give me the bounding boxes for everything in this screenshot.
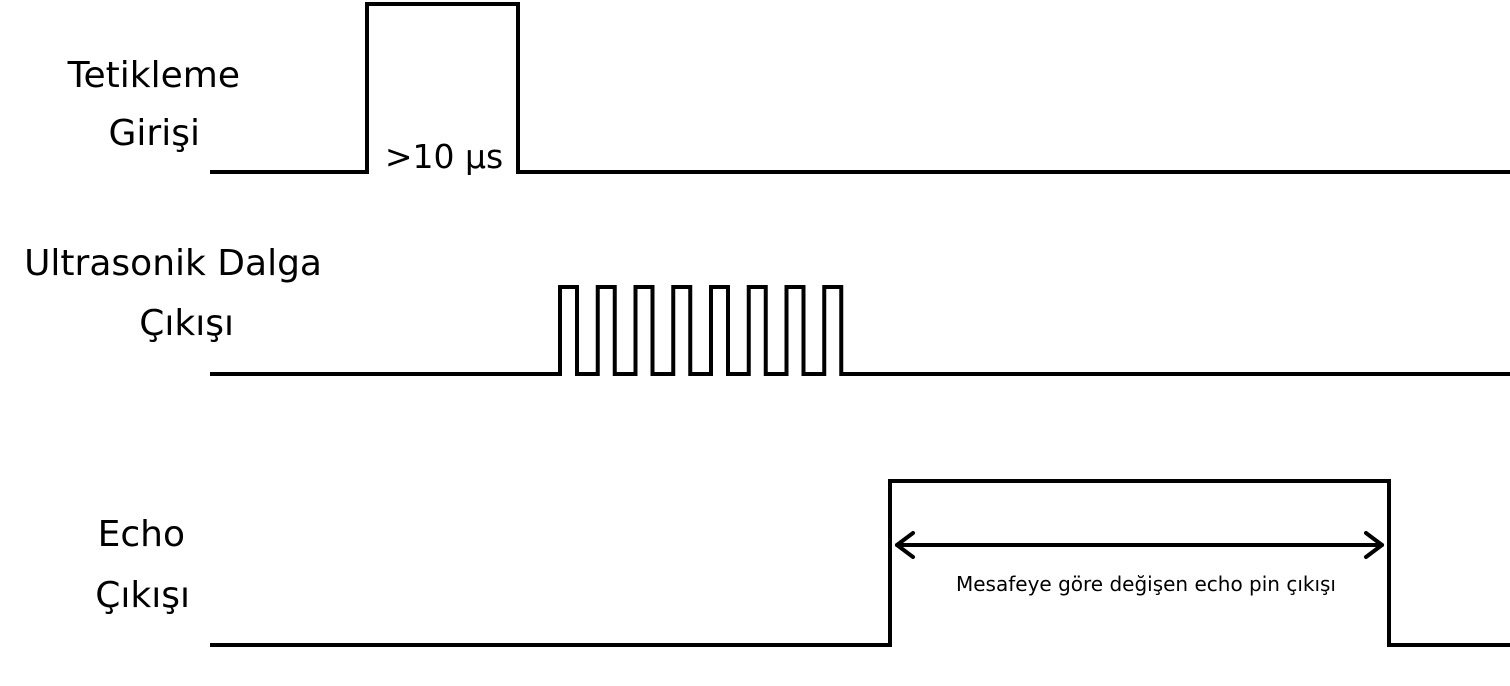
echo-width-arrow-left-head: [895, 531, 915, 559]
echo-waveform: [210, 479, 1510, 647]
echo-label-line1: Echo: [98, 514, 185, 555]
trigger-pulse-width-label: >10 µs: [385, 137, 503, 176]
ultrasonic-label-line2: Çıkışı: [139, 303, 234, 344]
trigger-waveform: [210, 2, 1510, 174]
echo-width-arrow: [895, 531, 1384, 559]
echo-width-label: Mesafeye göre değişen echo pin çıkışı: [956, 572, 1336, 596]
trigger-label-line1: Tetikleme: [67, 55, 240, 96]
ultrasonic-burst-waveform: [210, 285, 1510, 376]
echo-label-line2: Çıkışı: [95, 575, 190, 616]
ultrasonic-label-line1: Ultrasonik Dalga: [24, 243, 322, 284]
trigger-label-line2: Girişi: [109, 113, 200, 154]
echo-width-arrow-right-head: [1364, 531, 1384, 559]
